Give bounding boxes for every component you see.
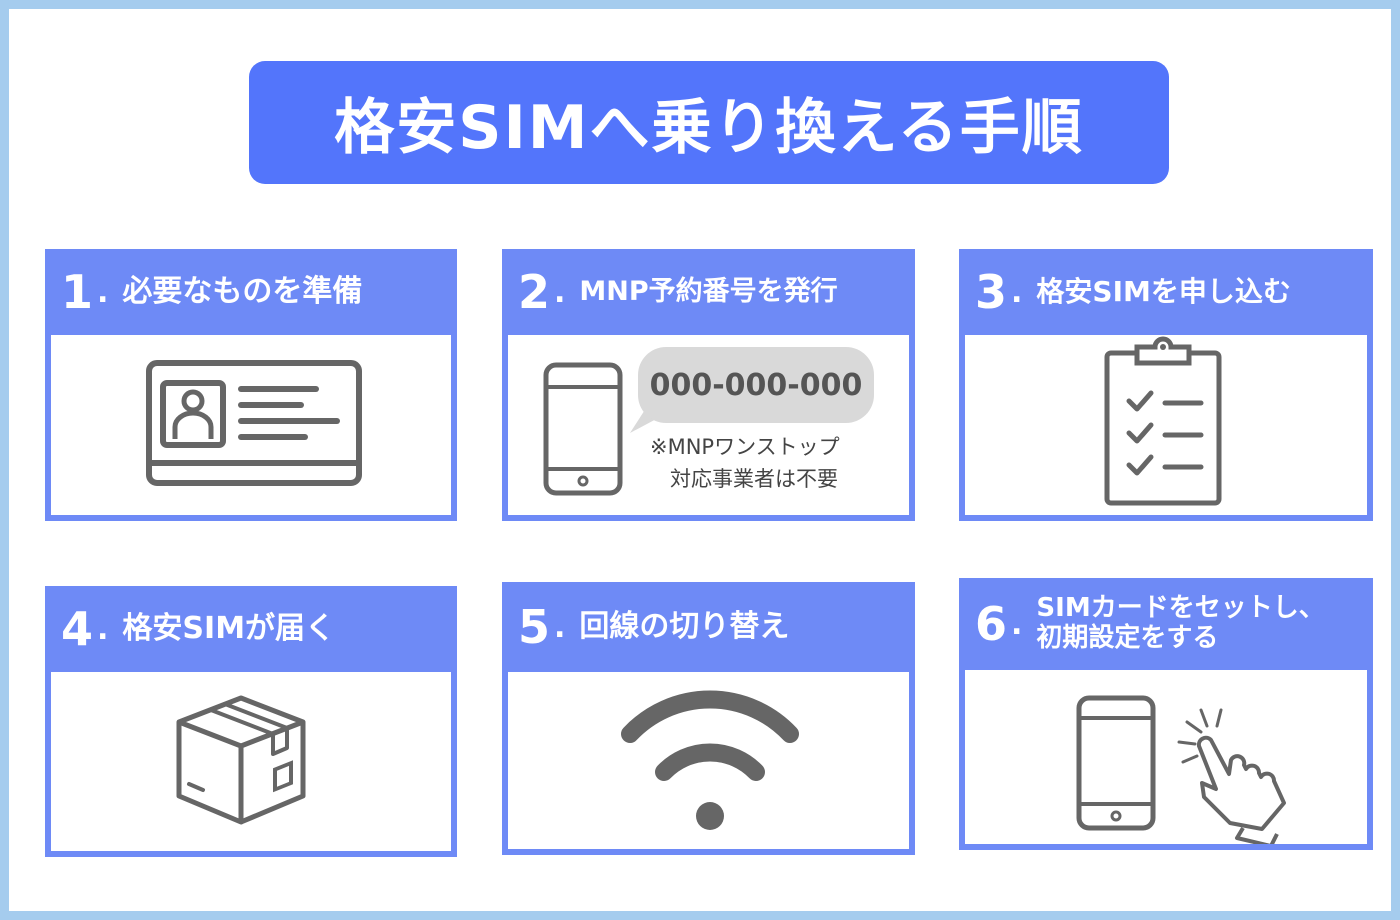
id-card-icon [146, 360, 362, 486]
step-card-3: 3 . 格安SIMを申し込む [959, 249, 1373, 521]
step-number-dot: . [97, 274, 109, 310]
mnp-number-bubble: 000-000-000 [638, 347, 874, 423]
step-card-6: 6 . SIMカードをセットし、 初期設定をする [959, 578, 1373, 850]
smartphone-tap-icon [1076, 695, 1286, 844]
step-body-3 [965, 335, 1367, 515]
step-header-3: 3 . 格安SIMを申し込む [959, 249, 1373, 335]
clipboard-checklist-icon [1104, 336, 1222, 506]
step-label: SIMカードをセットし、 初期設定をする [1036, 593, 1325, 654]
step-body-5 [508, 672, 909, 849]
step-label: MNP予約番号を発行 [579, 276, 838, 308]
step-label: 必要なものを準備 [122, 273, 363, 309]
note-line-1: ※MNPワンストップ [650, 435, 840, 459]
step-label: 回線の切り替え [579, 608, 790, 644]
wifi-icon [621, 690, 799, 830]
step-header-2: 2 . MNP予約番号を発行 [502, 249, 915, 335]
note-line-2: 対応事業者は不要 [670, 467, 838, 491]
step-header-6: 6 . SIMカードをセットし、 初期設定をする [959, 578, 1373, 670]
step-card-1: 1 . 必要なものを準備 [45, 249, 457, 521]
title-banner: 格安SIMへ乗り換える手順 [249, 61, 1169, 184]
step-number: 1 [61, 265, 94, 319]
step-label-line-1: SIMカードをセットし、 [1036, 593, 1325, 624]
step-body-2: 000-000-000 ※MNPワンストップ 対応事業者は不要 [508, 335, 909, 515]
step-body-4 [51, 672, 451, 851]
step-card-2: 2 . MNP予約番号を発行 000-000-000 ※MNPワンストップ 対応… [502, 249, 915, 521]
step-header-1: 1 . 必要なものを準備 [45, 249, 457, 335]
step-number-dot: . [1011, 274, 1023, 310]
step-number: 5 [518, 600, 551, 654]
step-number-dot: . [97, 611, 109, 647]
step-number: 2 [518, 265, 551, 319]
step-body-1 [51, 335, 451, 515]
step-label: 格安SIMが届く [122, 610, 336, 646]
step-header-5: 5 . 回線の切り替え [502, 582, 915, 672]
step-card-5: 5 . 回線の切り替え [502, 582, 915, 855]
page-title: 格安SIMへ乗り換える手順 [334, 93, 1084, 163]
step-body-6 [965, 670, 1367, 844]
step-label-line-2: 初期設定をする [1036, 623, 1219, 653]
step-number: 4 [61, 602, 94, 656]
step-number-dot: . [554, 274, 566, 310]
step-number: 3 [975, 265, 1008, 319]
step-number-dot: . [554, 609, 566, 645]
cardboard-box-icon [176, 695, 306, 825]
step-number-dot: . [1011, 606, 1023, 642]
step-card-4: 4 . 格安SIMが届く [45, 586, 457, 857]
step-header-4: 4 . 格安SIMが届く [45, 586, 457, 672]
step-label: 格安SIMを申し込む [1036, 274, 1291, 308]
step-number: 6 [975, 597, 1008, 651]
